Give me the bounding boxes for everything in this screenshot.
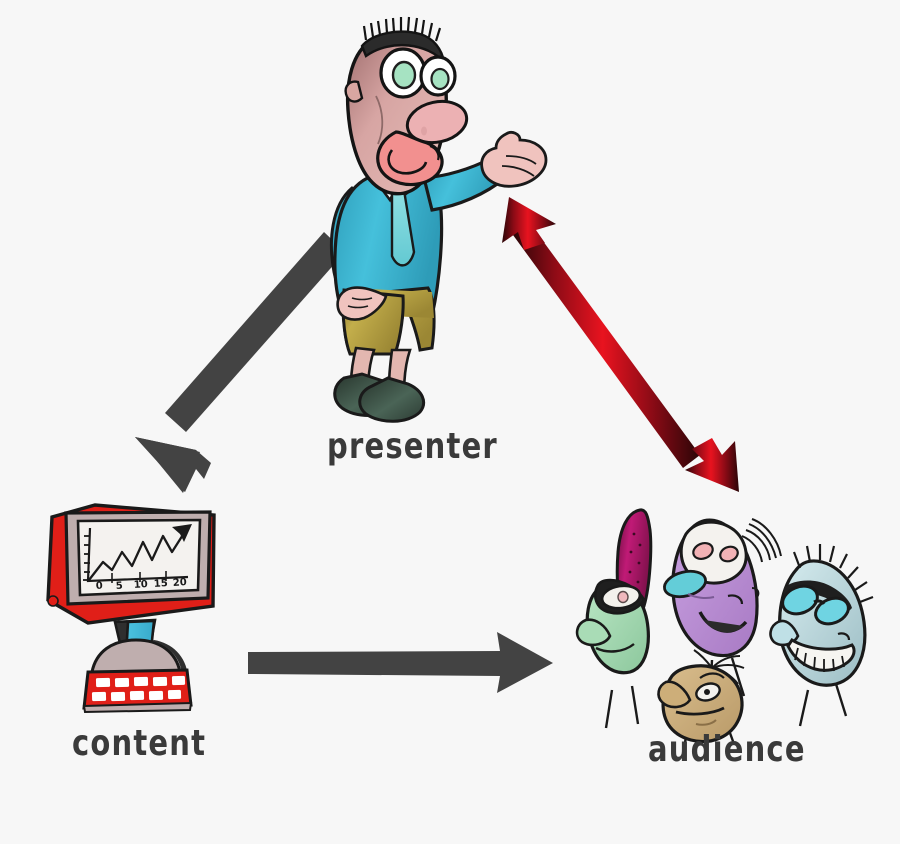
node-label-presenter: presenter: [327, 425, 498, 467]
screen-chart: 0 5 10 15 20: [83, 524, 192, 592]
svg-text:5: 5: [115, 581, 123, 592]
arrow-content-to-audience: [248, 632, 553, 693]
node-label-content: content: [72, 722, 207, 764]
svg-text:10: 10: [133, 579, 148, 591]
audience-face-purple: [663, 518, 782, 657]
content-monitor: 0 5 10 15 20: [46, 503, 216, 714]
arrow-presenter-to-audience: [502, 197, 739, 492]
presenter-head: [344, 16, 469, 196]
arrow-presenter-to-content: [135, 232, 345, 493]
audience-face-tan: [657, 649, 745, 744]
svg-text:15: 15: [153, 578, 168, 590]
node-label-audience: audience: [648, 728, 806, 770]
presenter-hand: [480, 131, 548, 188]
presenter-figure: [329, 16, 548, 423]
audience-face-green-with-hat: [575, 508, 653, 675]
svg-text:0: 0: [95, 581, 103, 592]
svg-text:20: 20: [172, 577, 187, 589]
audience-face-blue-sunglasses: [769, 544, 874, 687]
audience-group: [575, 508, 874, 749]
